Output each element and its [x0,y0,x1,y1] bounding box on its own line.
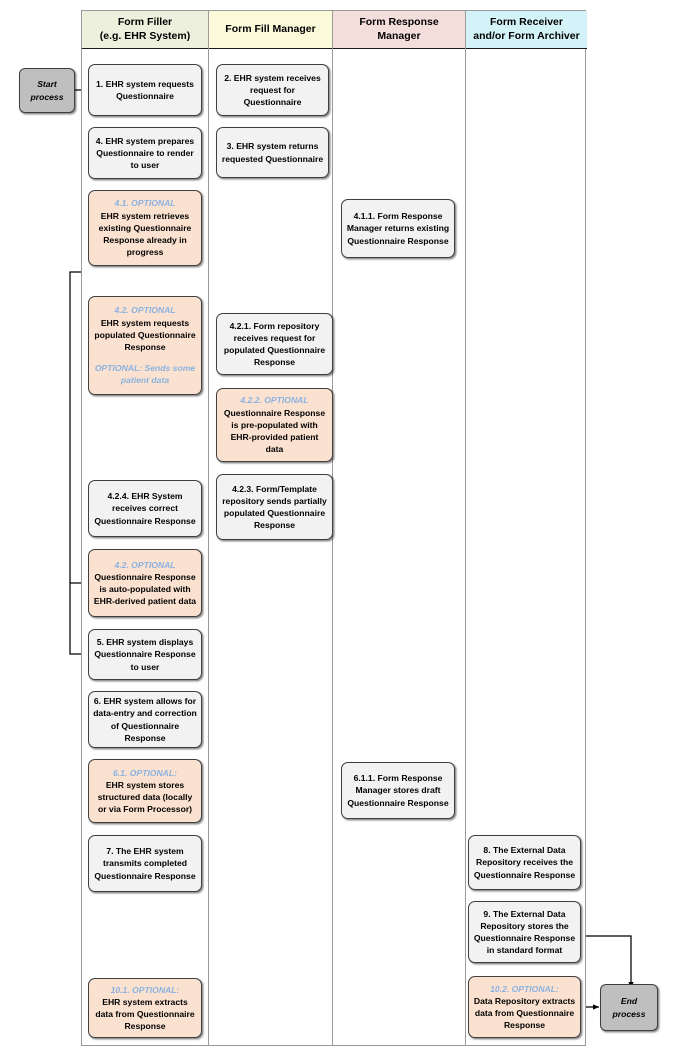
node-body: Data Repository extracts data from Quest… [473,995,576,1031]
node-4-2-1-repository-receives-request[interactable]: 4.2.1. Form repository receives request … [216,313,333,375]
node-body: 1. EHR system requests Questionnaire [96,78,194,101]
node-body: EHR system retrieves existing Questionna… [98,210,192,258]
node-optional-label: 4.2.2. OPTIONAL [240,395,309,406]
node-body: 4.2.1. Form repository receives request … [223,320,326,368]
terminal-end-line2: process [612,1008,646,1019]
node-8-repository-receives-response[interactable]: 8. The External Data Repository receives… [468,835,581,890]
lane-header-form-fill-manager: Form Fill Manager [209,11,332,49]
node-1-ehr-requests-questionnaire[interactable]: 1. EHR system requests Questionnaire [88,64,202,116]
lane-form-receiver: Form Receiver and/or Form Archiver [466,11,587,1045]
terminal-end-line1: End [620,996,638,1007]
lane-title-line1: Form Fill Manager [225,22,316,35]
lane-title-line1: Form Receiver [490,16,563,29]
node-optional-label: 4.2. OPTIONAL [114,559,176,570]
node-4-2-optional-auto-populated[interactable]: 4.2. OPTIONAL Questionnaire Response is … [88,549,202,617]
node-4-2-2-optional-pre-populated[interactable]: 4.2.2. OPTIONAL Questionnaire Response i… [216,388,333,462]
lane-header-form-receiver: Form Receiver and/or Form Archiver [466,11,587,49]
node-body: 4. EHR system prepares Questionnaire to … [95,135,195,171]
node-5-displays-response-to-user[interactable]: 5. EHR system displays Questionnaire Res… [88,629,202,680]
node-body: EHR system extracts data from Questionna… [95,996,195,1032]
edge-9-to-end [581,935,634,989]
node-body: 7. The EHR system transmits completed Qu… [94,846,196,881]
lane-header-form-filler: Form Filler (e.g. EHR System) [82,11,208,49]
node-7-transmits-completed-response[interactable]: 7. The EHR system transmits completed Qu… [88,835,202,892]
node-10-1-optional-ehr-extracts-data[interactable]: 10.1. OPTIONAL: EHR system extracts data… [88,978,202,1038]
node-optional-label: 10.1. OPTIONAL: [110,984,180,995]
node-4-2-3-sends-partially-populated[interactable]: 4.2.3. Form/Template repository sends pa… [216,474,333,540]
node-body: EHR system stores structured data (local… [97,779,193,815]
node-4-prepares-questionnaire[interactable]: 4. EHR system prepares Questionnaire to … [88,127,202,179]
node-9-repository-stores-response[interactable]: 9. The External Data Repository stores t… [468,901,581,963]
node-body: Questionnaire Response is pre-populated … [223,407,326,455]
node-optional-label: 4.2. OPTIONAL [114,305,176,316]
node-4-1-optional-retrieves-existing-response[interactable]: 4.1. OPTIONAL EHR system retrieves exist… [88,190,202,266]
node-body: Questionnaire Response is auto-populated… [93,571,197,607]
terminal-end[interactable]: End process [600,984,658,1031]
lane-header-form-response-manager: Form Response Manager [333,11,465,49]
lane-title-line2: (e.g. EHR System) [99,29,191,42]
terminal-start-line1: Start [37,79,57,90]
node-6-1-1-manager-stores-draft[interactable]: 6.1.1. Form Response Manager stores draf… [341,762,455,819]
node-body: 5. EHR system displays Questionnaire Res… [94,637,196,672]
node-optional-label: 4.1. OPTIONAL [114,198,176,209]
lane-form-response-manager: Form Response Manager [333,11,466,1045]
node-6-allows-data-entry[interactable]: 6. EHR system allows for data-entry and … [88,691,202,748]
node-6-1-optional-stores-structured-data[interactable]: 6.1. OPTIONAL: EHR system stores structu… [88,759,202,823]
lane-title-line2: Manager [377,29,421,42]
node-body: 6. EHR system allows for data-entry and … [93,696,197,743]
node-4-1-1-manager-returns-existing-response[interactable]: 4.1.1. Form Response Manager returns exi… [341,199,455,258]
lane-title-line2: and/or Form Archiver [473,29,580,42]
node-optional-label: 10.2. OPTIONAL: [490,983,559,994]
terminal-start-line2: process [30,91,64,102]
node-4-2-optional-requests-populated-response[interactable]: 4.2. OPTIONAL EHR system requests popula… [88,296,202,395]
node-body: 3. EHR system returns requested Question… [221,141,324,164]
node-4-2-4-receives-correct-response[interactable]: 4.2.4. EHR System receives correct Quest… [88,480,202,537]
terminal-start[interactable]: Start process [19,68,75,113]
node-10-2-optional-repository-extracts-data[interactable]: 10.2. OPTIONAL: Data Repository extracts… [468,976,581,1038]
node-body: EHR system requests populated Questionna… [94,317,196,352]
lane-title-line1: Form Response [359,16,439,29]
node-body: 4.2.4. EHR System receives correct Quest… [94,491,196,526]
node-optional-label: 6.1. OPTIONAL: [113,767,177,778]
node-body: 4.1.1. Form Response Manager returns exi… [346,211,450,246]
lane-title-line1: Form Filler [117,16,173,29]
node-2-receives-request[interactable]: 2. EHR system receives request for Quest… [216,64,329,116]
node-body: 2. EHR system receives request for Quest… [224,72,321,108]
node-body: 4.2.3. Form/Template repository sends pa… [222,483,327,531]
node-optional-sub: OPTIONAL: Sends some patient data [94,363,196,386]
node-body: 8. The External Data Repository receives… [473,845,576,880]
node-3-returns-requested-questionnaire[interactable]: 3. EHR system returns requested Question… [216,127,329,178]
lane-form-filler: Form Filler (e.g. EHR System) [82,11,209,1045]
node-body: 6.1.1. Form Response Manager stores draf… [347,773,449,808]
node-body: 9. The External Data Repository stores t… [473,908,576,956]
